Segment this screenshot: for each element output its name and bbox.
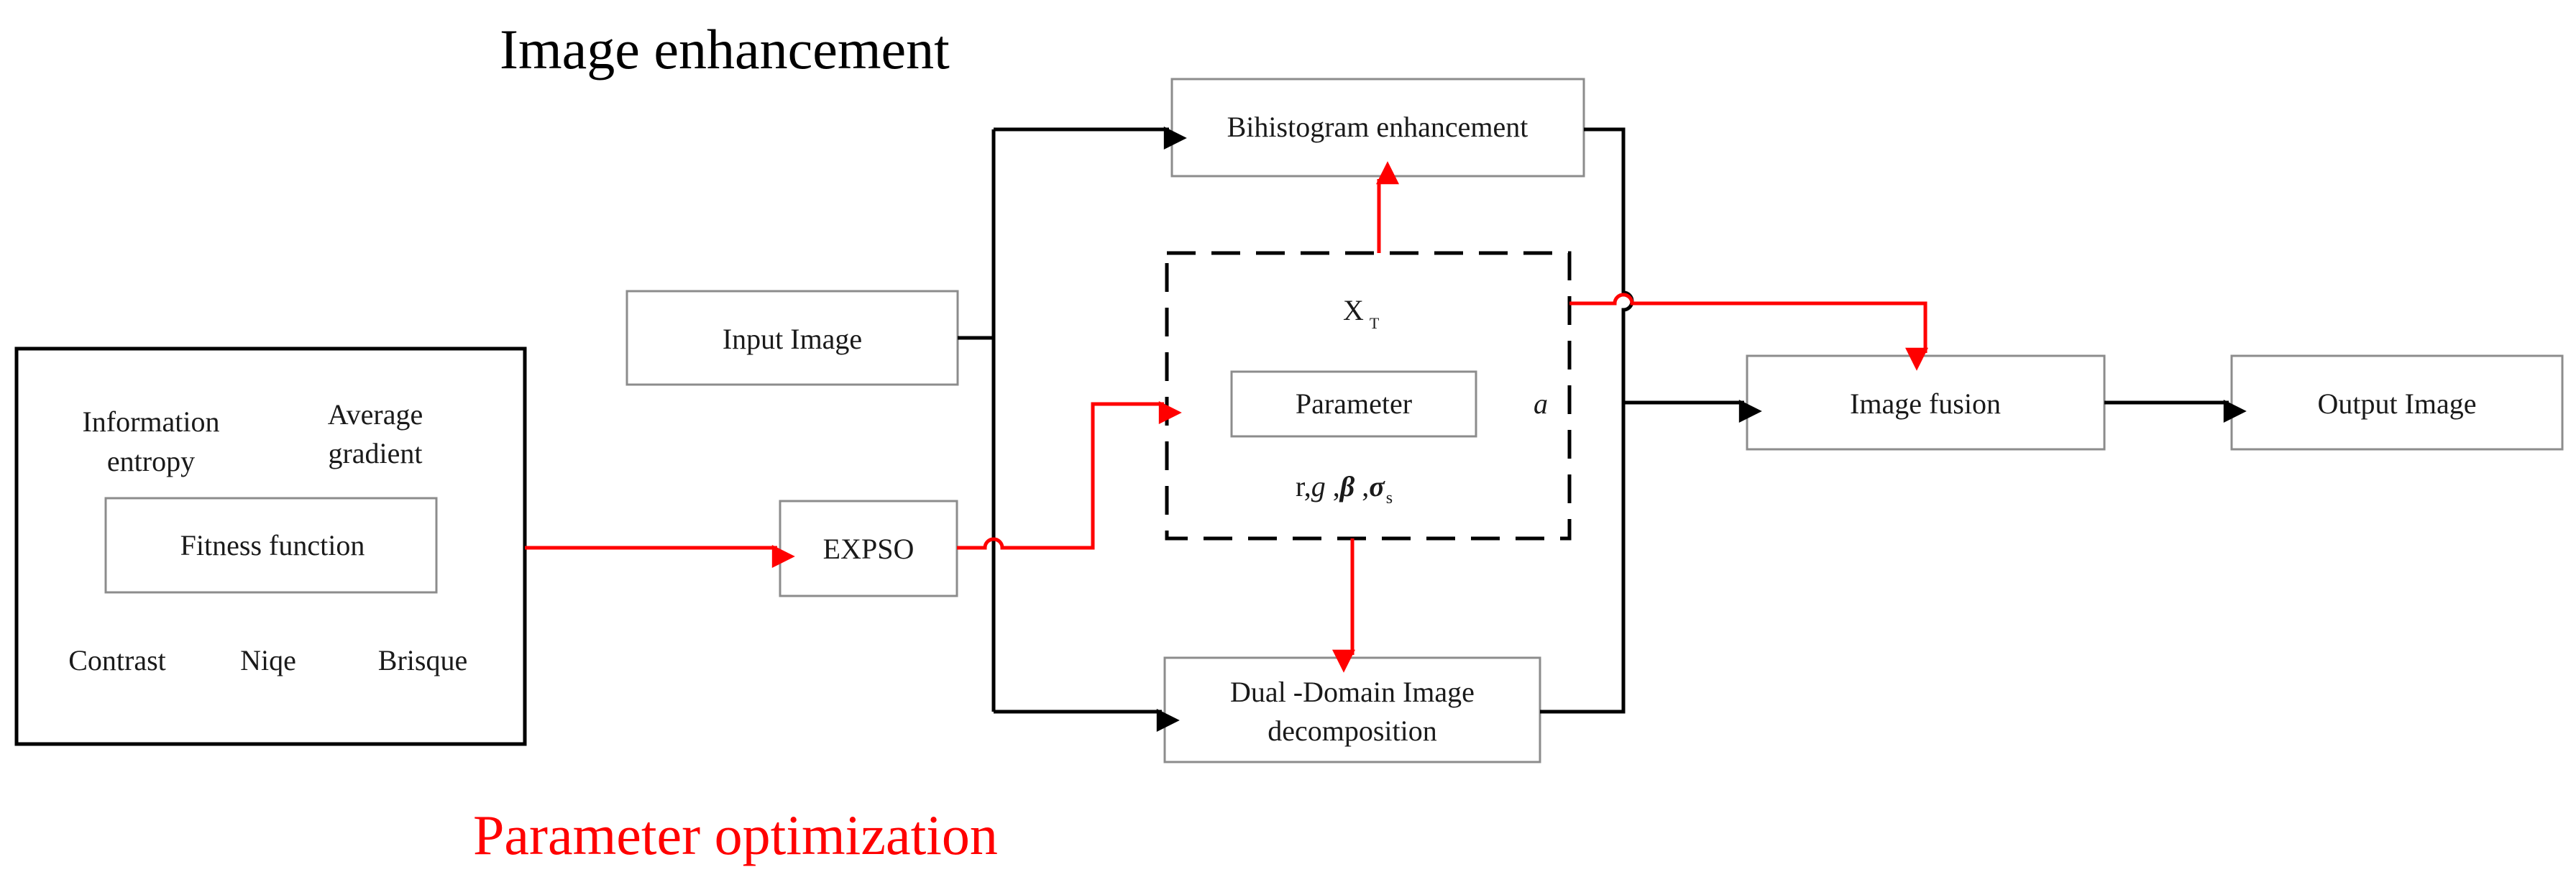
contrast-label: Contrast — [68, 644, 166, 676]
dual-domain-box — [1163, 656, 1541, 763]
bihistogram-label: Bihistogram enhancement — [1227, 111, 1528, 143]
x-t-subscript: T — [1370, 314, 1380, 332]
dual-domain-label: Dual -Domain Image — [1230, 676, 1475, 708]
arrow-parameter-to-fusion — [1569, 293, 1928, 371]
fitness-function-label: Fitness function — [180, 529, 365, 561]
title-parameter-optimization: Parameter optimization — [473, 804, 998, 866]
params-label: r,g ,β ,σs — [1296, 470, 1393, 508]
information-entropy-label: Information — [82, 405, 219, 438]
average-gradient-label-line2: gradient — [328, 437, 422, 469]
parameter-block — [1165, 251, 1572, 541]
information-entropy-label-line2: entropy — [107, 445, 195, 477]
image-fusion-label: Image fusion — [1850, 387, 2001, 420]
image-fusion-box — [1746, 354, 2106, 451]
bihistogram-box — [1170, 78, 1585, 178]
arrow-expso-to-parameter-block — [957, 401, 1182, 550]
connector-bihistogram-to-merge — [1540, 127, 1634, 714]
parameter-box — [1230, 370, 1477, 438]
parameter-label: Parameter — [1296, 387, 1412, 420]
title-image-enhancement: Image enhancement — [500, 18, 950, 81]
dual-domain-label-line2: decomposition — [1268, 715, 1437, 747]
niqe-label: Niqe — [240, 644, 296, 676]
fitness-function-box — [104, 497, 438, 594]
brisque-label: Brisque — [378, 644, 467, 676]
expso-label: EXPSO — [823, 533, 915, 565]
input-image-label: Input Image — [723, 323, 862, 355]
input-image-box — [625, 290, 959, 386]
alpha-label: a — [1534, 387, 1548, 420]
average-gradient-label: Average — [328, 398, 423, 431]
output-image-label: Output Image — [2317, 387, 2476, 420]
